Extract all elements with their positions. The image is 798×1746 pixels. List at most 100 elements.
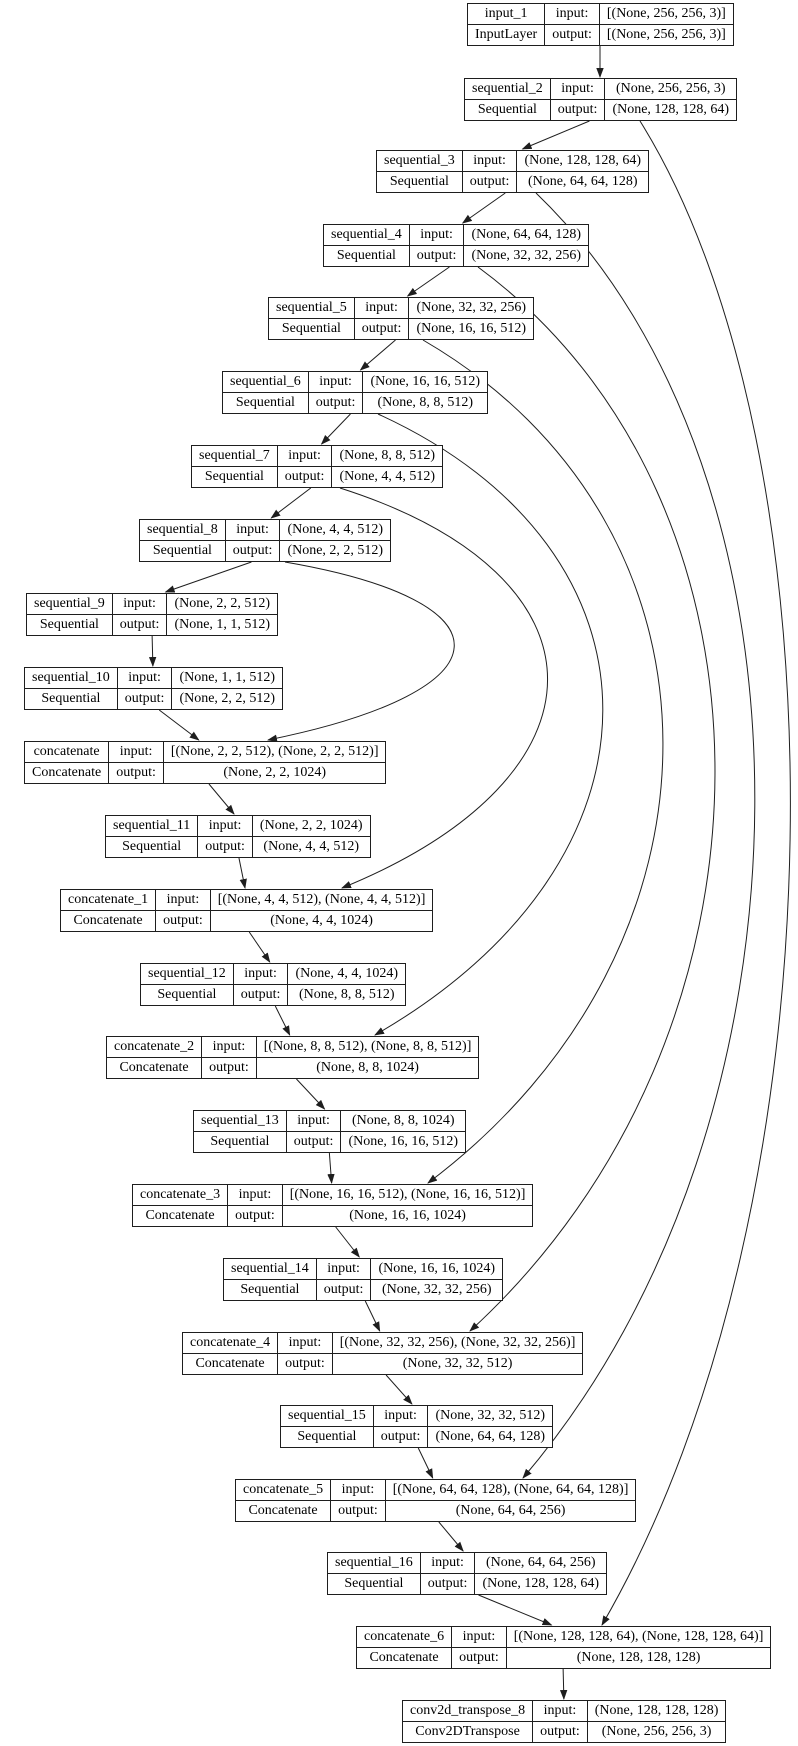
edge-sequential_11>concatenate_1 — [238, 857, 247, 889]
input-shape-cell: (None, 8, 8, 1024) — [341, 1111, 466, 1132]
input-label: input: — [354, 298, 410, 319]
input-label: input: — [308, 372, 364, 393]
layer-name: sequential_7 — [192, 446, 278, 467]
layer-node-sequential_2: sequential_2 input: (None, 256, 256, 3) … — [464, 78, 738, 121]
output-label: output: — [374, 1427, 429, 1447]
output-label: output: — [551, 100, 606, 120]
layer-node-sequential_13: sequential_13 input: (None, 8, 8, 1024) … — [193, 1110, 467, 1153]
output-shape-cell: (None, 256, 256, 3) — [601, 1724, 712, 1739]
input-label: input: — [550, 79, 606, 100]
input-label: input: — [533, 1701, 588, 1722]
input-shape-cell: [(None, 4, 4, 512), (None, 4, 4, 512)] — [210, 890, 433, 911]
layer-node-sequential_9: sequential_9 input: (None, 2, 2, 512) Se… — [26, 593, 279, 636]
input-label: input: — [233, 964, 289, 985]
layer-node-sequential_4: sequential_4 input: (None, 64, 64, 128) … — [323, 224, 590, 267]
layer-class: Sequential — [25, 689, 118, 709]
output-shape-cell: [(None, 256, 256, 3)] — [606, 27, 726, 42]
output-shape-cell: (None, 2, 2, 1024) — [223, 765, 326, 780]
output-label: output: — [118, 689, 173, 709]
edge-sequential_13>concatenate_3 — [327, 1152, 335, 1184]
layer-class: Concatenate — [107, 1058, 203, 1078]
layer-class: Sequential — [223, 393, 309, 413]
input-shape-cell: (None, 8, 8, 512) — [332, 446, 443, 467]
edge-sequential_7>sequential_8 — [270, 487, 312, 519]
edge-sequential_10>concatenate — [158, 709, 200, 741]
edge-concatenate_2>sequential_13 — [296, 1078, 326, 1110]
edge-sequential_6>concatenate_2 — [374, 413, 604, 1036]
input-label: input: — [373, 1406, 429, 1427]
layer-class: Sequential — [269, 319, 355, 339]
layer-class: Sequential — [377, 172, 463, 192]
layer-name: concatenate_3 — [133, 1185, 229, 1206]
layer-name: sequential_10 — [25, 668, 118, 689]
layer-name: sequential_9 — [27, 594, 113, 615]
layer-node-sequential_10: sequential_10 input: (None, 1, 1, 512) S… — [24, 667, 284, 710]
layer-name: sequential_3 — [377, 151, 463, 172]
layer-node-concatenate: concatenate input: [(None, 2, 2, 512), (… — [24, 741, 387, 784]
layer-class: Concatenate — [236, 1501, 332, 1521]
output-label: output: — [309, 393, 364, 413]
edge-sequential_7>concatenate_1 — [339, 487, 548, 889]
input-label: input: — [316, 1259, 372, 1280]
input-label: input: — [278, 1333, 333, 1354]
output-label: output: — [226, 541, 281, 561]
layer-name: sequential_14 — [224, 1259, 317, 1280]
output-label: output: — [109, 763, 164, 783]
output-shape-cell: (None, 64, 64, 256) — [455, 1503, 566, 1518]
output-label: output: — [331, 1501, 386, 1521]
output-label: output: — [287, 1132, 342, 1152]
edge-sequential_4>concatenate_4 — [469, 266, 716, 1332]
output-shape-cell: (None, 4, 4, 1024) — [270, 913, 373, 928]
edge-concatenate_6>conv2d_transpose_8 — [559, 1668, 568, 1700]
input-label: input: — [156, 890, 211, 911]
layer-node-concatenate_3: concatenate_3 input: [(None, 16, 16, 512… — [132, 1184, 534, 1227]
input-shape-cell: [(None, 64, 64, 128), (None, 64, 64, 128… — [385, 1480, 636, 1501]
edge-sequential_4>sequential_5 — [406, 266, 450, 297]
layer-name: input_1 — [468, 4, 546, 25]
input-label: input: — [452, 1627, 507, 1648]
layer-class: Concatenate — [133, 1206, 229, 1226]
layer-node-sequential_11: sequential_11 input: (None, 2, 2, 1024) … — [105, 815, 371, 858]
output-shape-cell: (None, 4, 4, 512) — [339, 469, 436, 484]
layer-name: sequential_12 — [141, 964, 234, 985]
output-shape-cell: (None, 16, 16, 512) — [348, 1134, 459, 1149]
layer-name: sequential_2 — [465, 79, 551, 100]
layer-class: Sequential — [224, 1280, 317, 1300]
edge-concatenate_4>sequential_15 — [385, 1374, 413, 1405]
input-shape-cell: [(None, 128, 128, 64), (None, 128, 128, … — [506, 1627, 771, 1648]
output-shape-cell: (None, 1, 1, 512) — [174, 617, 271, 632]
layer-node-sequential_15: sequential_15 input: (None, 32, 32, 512)… — [280, 1405, 554, 1448]
layer-node-sequential_7: sequential_7 input: (None, 8, 8, 512) Se… — [191, 445, 444, 488]
layer-node-sequential_16: sequential_16 input: (None, 64, 64, 256)… — [327, 1552, 608, 1595]
layer-node-sequential_14: sequential_14 input: (None, 16, 16, 1024… — [223, 1258, 504, 1301]
input-label: input: — [202, 1037, 257, 1058]
output-label: output: — [533, 1722, 588, 1742]
layer-name: concatenate_5 — [236, 1480, 332, 1501]
input-label: input: — [277, 446, 333, 467]
input-label: input: — [545, 4, 600, 25]
input-shape-cell: (None, 32, 32, 256) — [409, 298, 534, 319]
layer-name: concatenate_4 — [183, 1333, 279, 1354]
layer-node-sequential_3: sequential_3 input: (None, 128, 128, 64)… — [376, 150, 650, 193]
edge-sequential_16>concatenate_6 — [478, 1594, 553, 1626]
input-shape-cell: (None, 128, 128, 128) — [587, 1701, 726, 1722]
output-shape-cell: (None, 128, 128, 64) — [612, 102, 730, 117]
output-shape-cell: (None, 8, 8, 512) — [298, 987, 395, 1002]
output-label: output: — [355, 319, 410, 339]
edge-concatenate_1>sequential_12 — [248, 931, 271, 963]
edge-concatenate>sequential_11 — [208, 783, 235, 815]
layer-node-concatenate_5: concatenate_5 input: [(None, 64, 64, 128… — [235, 1479, 637, 1522]
input-shape-cell: (None, 2, 2, 512) — [167, 594, 278, 615]
output-label: output: — [421, 1574, 476, 1594]
output-shape-cell: (None, 8, 8, 1024) — [316, 1060, 419, 1075]
input-shape-cell: (None, 2, 2, 1024) — [252, 816, 370, 837]
output-label: output: — [228, 1206, 283, 1226]
output-shape-cell: (None, 128, 128, 64) — [482, 1576, 600, 1591]
output-shape-cell: (None, 2, 2, 512) — [179, 691, 276, 706]
output-shape-cell: (None, 32, 32, 256) — [381, 1282, 492, 1297]
output-label: output: — [234, 985, 289, 1005]
layer-node-conv2d_transpose_8: conv2d_transpose_8 input: (None, 128, 12… — [402, 1700, 727, 1743]
edge-sequential_2>sequential_3 — [521, 120, 590, 150]
